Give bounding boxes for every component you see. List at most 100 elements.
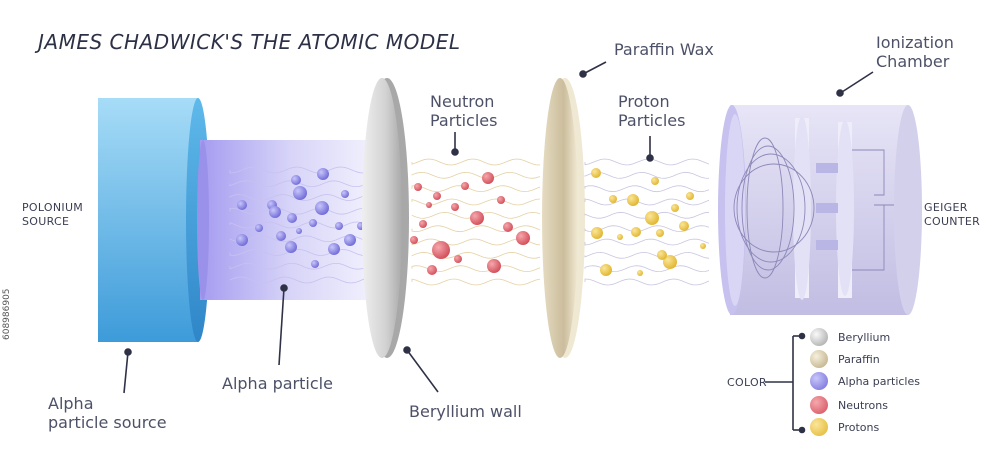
beryllium-swatch-icon [810,328,828,346]
legend-item-beryllium: Beryllium [810,326,890,348]
alpha-particle [328,243,340,255]
neutron-particles-label: Neutron Particles [430,92,498,130]
proton-particle [663,255,677,269]
neutron-particle [497,196,505,204]
wave-line [584,251,710,259]
legend-label: Protons [838,420,880,434]
alpha-swatch-icon [810,372,828,390]
neutron-particle [470,211,484,225]
proton-particle [591,168,601,178]
wave-line [229,263,379,270]
proton-particle [627,194,639,206]
neutron-particle [432,241,450,259]
polonium-source-label: POLONIUM SOURCE [22,201,84,228]
wave-line [229,194,379,201]
neutron-particle [503,222,513,232]
proton-particles-label: Proton Particles [618,92,686,130]
stock-id: 608986905 [2,288,12,340]
proton-particle [645,211,659,225]
wave-line [229,221,379,229]
legend-label: Beryllium [838,330,891,344]
neutron-particle [516,231,530,245]
alpha-particle [315,201,329,215]
alpha-particle [236,234,248,246]
proton-particle [671,204,679,212]
wave-line [229,249,379,256]
wave-line [584,225,710,233]
ionization-chamber [718,105,922,315]
alpha-particle [296,228,302,234]
paraffin-wax [542,78,585,358]
paraffin-swatch-icon [810,350,828,368]
alpha-particle [269,206,281,218]
proton-particle [591,227,603,239]
alpha-particle [335,222,343,230]
legend-item-protons: Protons [810,416,879,438]
proton-particle [637,270,643,276]
wave-line [229,276,379,284]
paraffin-wax-label: Paraffin Wax [614,40,714,59]
neutron-particle [426,202,432,208]
alpha-particle [309,219,317,227]
ionization-chamber-label: Ionization Chamber [876,33,954,71]
alpha-particle [341,190,349,198]
alpha-source-label: Alpha particle source [48,394,167,432]
beryllium-wall [362,78,409,358]
alpha-particle [287,213,297,223]
legend-label: Paraffin [838,352,880,366]
neutron-particle [461,182,469,190]
proton-particle [700,243,706,249]
wave-line [411,251,541,259]
polonium-source [98,98,210,342]
wave-line [411,278,541,286]
proton-particle [686,192,694,200]
neutron-particle [427,265,437,275]
neutron-region [410,158,541,286]
wave-line [584,158,710,166]
alpha-particle [285,241,297,253]
proton-particle [631,227,641,237]
neutron-particle [487,259,501,273]
alpha-particle [344,234,356,246]
wave-line [229,180,379,187]
wave-line [584,211,710,219]
proton-particle [651,177,659,185]
legend-heading: COLOR [727,376,767,389]
alpha-particle [276,231,286,241]
wave-line [411,225,541,233]
wave-line [584,198,710,206]
proton-particle [657,250,667,260]
proton-region [584,158,710,286]
alpha-particle [237,200,247,210]
legend-item-paraffin: Paraffin [810,348,880,370]
proton-particle [609,195,617,203]
wave-line [584,171,710,179]
proton-particle [656,229,664,237]
wave-line [411,171,541,179]
neutron-particle [410,236,418,244]
neutron-particle [419,220,427,228]
alpha-particle [291,175,301,185]
wave-line [229,208,379,215]
wave-line [229,166,379,174]
neutron-swatch-icon [810,396,828,414]
wave-line [411,185,541,193]
alpha-particle [293,186,307,200]
neutron-particle [433,192,441,200]
proton-particle [617,234,623,240]
legend-label: Alpha particles [838,374,920,388]
pointer-lines [123,61,874,434]
wave-line [411,158,541,166]
neutron-particle [482,172,494,184]
proton-particle [679,221,689,231]
alpha-particle [255,224,263,232]
geiger-counter-label: GEIGER COUNTER [924,201,981,228]
legend-item-alpha: Alpha particles [810,370,920,392]
beryllium-wall-label: Beryllium wall [409,402,522,421]
legend-label: Neutrons [838,398,888,412]
neutron-particle [454,255,462,263]
neutron-particle [451,203,459,211]
alpha-beam [197,140,382,300]
alpha-particle-label: Alpha particle [222,374,333,393]
